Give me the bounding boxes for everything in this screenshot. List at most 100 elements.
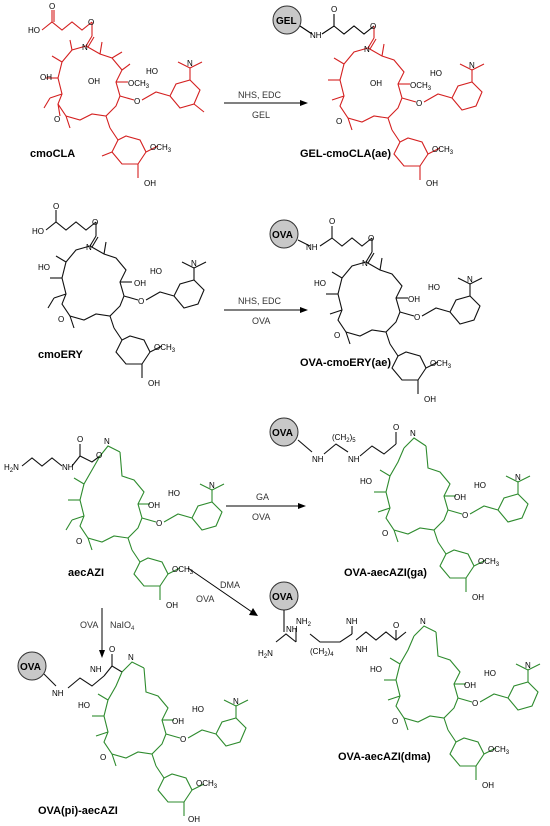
atom-o: O (331, 5, 337, 14)
atom-o: O (336, 117, 342, 126)
atom-nh: NH (306, 243, 318, 252)
reaction-5-reagent: NaIO4 (110, 620, 135, 632)
compound-label-cmoERY: cmoERY (38, 349, 83, 361)
protein-label-ova: OVA (272, 592, 293, 603)
atom-o: O (92, 218, 98, 227)
atom-o: O (134, 97, 140, 106)
protein-label-gel: GEL (276, 16, 297, 27)
atom-oh: OH (370, 79, 382, 88)
atom-ho: HO (314, 279, 326, 288)
atom-oh: OH (424, 395, 436, 404)
compound-label-ova-cmoERY: OVA-cmoERY(ae) (300, 357, 391, 369)
atom-och3: OCH3 (410, 81, 432, 92)
atom-och3: OCH3 (488, 745, 510, 756)
ova-aecAZI-ga-structure (297, 432, 531, 592)
atom-n: N (209, 481, 215, 490)
atom-o: O (54, 115, 60, 124)
ova-protein-bead-4: OVA (17, 651, 47, 681)
atom-oh: OH (426, 179, 438, 188)
atom-n: N (420, 617, 426, 626)
atom-o: O (370, 22, 376, 31)
aecAZI-atoms: H2N NH O O N OH HO N O O OCH3 OH (4, 435, 215, 610)
atom-o: O (416, 99, 422, 108)
atom-ho: HO (428, 283, 440, 292)
atom-ch2-5: (CH2)5 (332, 433, 356, 444)
atom-n: N (469, 61, 475, 70)
reaction-arrow-1: NHS, EDC GEL (224, 90, 308, 120)
ova-cmoERY-structure (297, 226, 483, 394)
atom-n: N (364, 45, 370, 54)
atom-ho: HO (146, 67, 158, 76)
atom-oh: OH (144, 179, 156, 188)
atom-nh: NH (348, 455, 360, 464)
atom-och3: OCH3 (128, 79, 150, 90)
atom-ho: HO (474, 481, 486, 490)
atom-ho: HO (360, 477, 372, 486)
atom-o: O (49, 2, 55, 11)
ova-aecAZI-dma-atoms: NH H2N NH2 (CH2)4 NH NH O N HO OH HO N O… (258, 617, 531, 790)
atom-ho: HO (192, 705, 204, 714)
atom-oh: OH (148, 501, 160, 510)
cmoERY-structure (45, 210, 207, 378)
compound-label-cmoCLA: cmoCLA (30, 148, 75, 160)
atom-ho: HO (430, 69, 442, 78)
reaction-4-reagent: DMA (220, 580, 240, 590)
atom-o: O (53, 202, 59, 211)
atom-nh: NH (312, 455, 324, 464)
atom-o: O (392, 717, 398, 726)
ova-cmoERY-atoms: NH O O N HO OH HO N O O OCH3 OH (306, 217, 473, 404)
atom-oh: OH (148, 379, 160, 388)
atom-n: N (525, 661, 531, 670)
ova-protein-bead-3: OVA (269, 581, 299, 611)
atom-o: O (393, 423, 399, 432)
atom-nh: NH (286, 625, 298, 634)
atom-oh: OH (88, 77, 100, 86)
atom-n: N (86, 243, 92, 252)
reaction-arrow-5: OVA NaIO4 (80, 608, 135, 658)
reaction-1-protein: GEL (252, 110, 270, 120)
reaction-1-reagents: NHS, EDC (238, 90, 282, 100)
atom-h2n: H2N (4, 463, 19, 474)
atom-o: O (76, 537, 82, 546)
cmoCLA-structure (41, 10, 205, 178)
atom-oh: OH (172, 717, 184, 726)
ova-pi-aecAZI-structure (43, 654, 249, 816)
atom-oh: OH (188, 815, 200, 824)
compound-label-aecAZI: aecAZI (68, 567, 104, 579)
atom-nh: NH (346, 617, 358, 626)
atom-o: O (58, 315, 64, 324)
ova-pi-aecAZI-atoms: NH NH O N HO OH HO N O O OCH3 OH (52, 645, 239, 824)
atom-och3: OCH3 (478, 557, 500, 568)
atom-n: N (362, 259, 368, 268)
atom-oh: OH (464, 681, 476, 690)
atom-n: N (191, 259, 197, 268)
atom-och3: OCH3 (154, 343, 176, 354)
atom-och3: OCH3 (150, 143, 172, 154)
atom-och3: OCH3 (430, 359, 452, 370)
atom-o: O (100, 753, 106, 762)
atom-ch2-4: (CH2)4 (310, 647, 334, 658)
reaction-5-protein: OVA (80, 620, 98, 630)
atom-oh: OH (482, 781, 494, 790)
atom-h2n: H2N (258, 649, 273, 660)
reaction-2-protein: OVA (252, 316, 270, 326)
atom-o: O (414, 313, 420, 322)
atom-o: O (334, 331, 340, 340)
ova-protein-bead-2: OVA (269, 417, 299, 447)
atom-n: N (104, 437, 110, 446)
reaction-2-reagents: NHS, EDC (238, 296, 282, 306)
ova-protein-bead-1: OVA (269, 219, 299, 249)
atom-o: O (156, 519, 162, 528)
atom-ho: HO (38, 263, 50, 272)
atom-och3: OCH3 (196, 779, 218, 790)
reaction-arrow-4: DMA OVA (187, 567, 258, 616)
atom-ho: HO (484, 669, 496, 678)
compound-label-ova-aecAZI-dma: OVA-aecAZI(dma) (338, 751, 431, 763)
atom-o: O (180, 735, 186, 744)
atom-o: O (96, 451, 102, 460)
atom-nh: NH (310, 31, 322, 40)
reaction-arrow-3: GA OVA (226, 492, 306, 522)
gel-cmoCLA-structure (299, 14, 485, 180)
gel-cmoCLA-atoms: NH O O N OH OCH3 HO N O O OCH3 OH (310, 5, 475, 188)
